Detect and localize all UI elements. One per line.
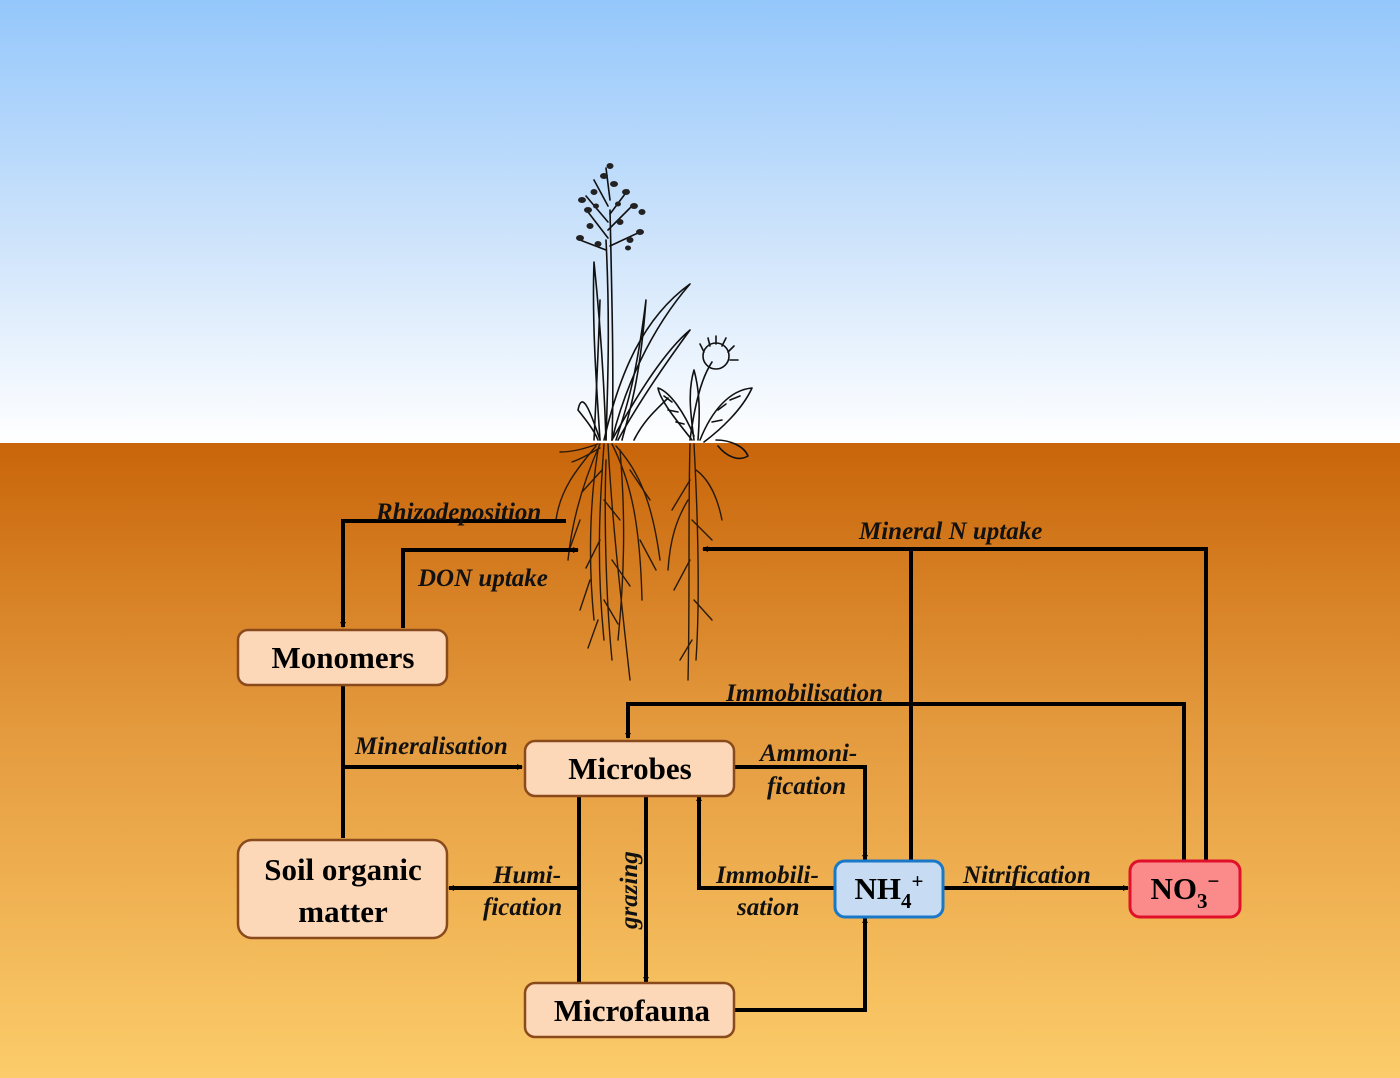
immobilisation-label-line2: sation: [736, 894, 800, 921]
nh4-box: NH4+: [833, 859, 945, 919]
don-uptake-label: DON uptake: [417, 565, 548, 592]
nitrification-label: Nitrification: [962, 862, 1091, 889]
soil-organic-matter-label-line2: matter: [298, 894, 388, 929]
no3-label: NO3−: [1151, 869, 1220, 913]
nh4-label: NH4+: [855, 869, 924, 913]
immobilisation-top-label: Immobilisation: [725, 680, 883, 707]
grass-plant-illustration: [576, 163, 691, 441]
soil-organic-matter-box: Soil organic matter: [236, 838, 449, 940]
microfauna-label: Microfauna: [554, 993, 711, 1028]
microbes-label: Microbes: [568, 751, 691, 786]
rhizodeposition-arrow: [340, 519, 566, 628]
grazing-label: grazing: [616, 851, 643, 930]
humification-label-line1: Humi-: [492, 862, 561, 889]
immobilisation-no3-arrow: [625, 702, 1186, 860]
soil-organic-matter-label-line1: Soil organic: [264, 852, 422, 887]
monomers-label: Monomers: [272, 640, 415, 675]
rhizodeposition-label: Rhizodeposition: [375, 499, 541, 526]
mineral-n-uptake-label: Mineral N uptake: [858, 518, 1042, 545]
mineralisation-label: Mineralisation: [354, 733, 508, 760]
humification-label-line2: fication: [483, 894, 562, 921]
mineral-n-uptake-arrow: [702, 546, 1208, 860]
dandelion-plant-illustration: [657, 335, 753, 460]
plant-roots-illustration: [555, 443, 723, 681]
don-uptake-arrow: [401, 547, 579, 628]
no3-box: NO3−: [1128, 859, 1242, 919]
sky-background: [0, 0, 1400, 443]
ammonification-arrow: [734, 765, 868, 861]
microfauna-box: Microfauna: [523, 981, 736, 1039]
monomers-box: Monomers: [236, 628, 449, 687]
microfauna-nh4-arrow: [734, 917, 868, 1012]
ammonification-label-line1: Ammoni-: [758, 740, 857, 767]
immobilisation-label-line1: Immobili-: [715, 862, 819, 889]
microbes-box: Microbes: [523, 739, 736, 798]
ammonification-label-line2: fication: [767, 773, 846, 800]
immobilisation-nh4-arrow: [696, 795, 834, 890]
